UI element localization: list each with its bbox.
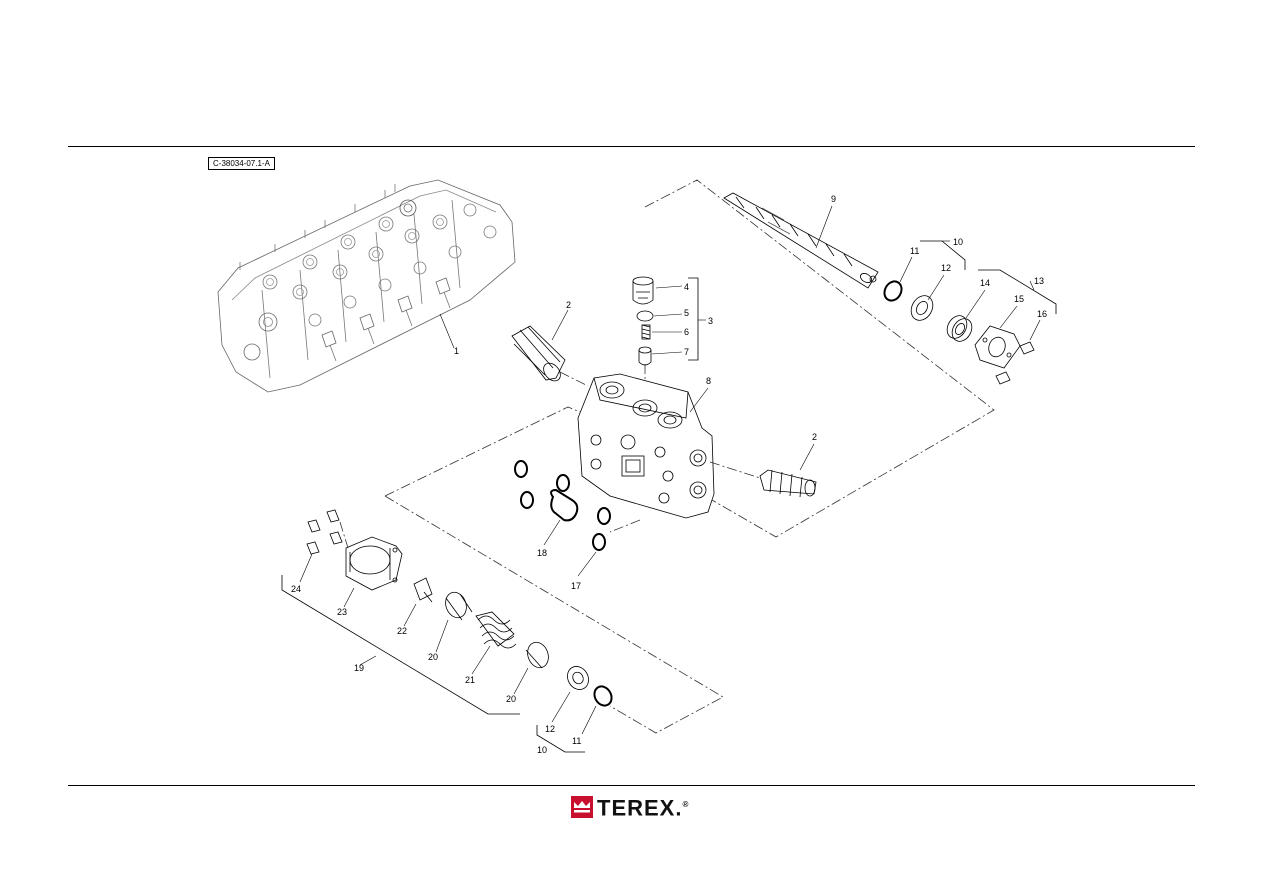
screws-24 (306, 509, 343, 555)
terex-crown-icon (571, 796, 593, 818)
washer-12-lower (567, 666, 589, 690)
header-rule (68, 146, 1195, 147)
callout-12-right: 12 (941, 263, 951, 273)
callout-5: 5 (684, 308, 689, 318)
alignment-lines (339, 179, 995, 734)
callout-12-lower: 12 (545, 724, 555, 734)
callout-10-lower: 10 (537, 745, 547, 755)
spool-end-bolt-22 (413, 577, 433, 603)
spring-21 (475, 611, 517, 649)
footer-rule (68, 785, 1195, 786)
seal-18 (550, 488, 579, 522)
relief-valve-cartridge-left (511, 325, 566, 382)
figure-id-label: C-38034-07.1-A (208, 157, 275, 170)
check-valve-plug (632, 276, 654, 305)
valve-bank-assembly (217, 179, 516, 393)
check-valve-poppet (638, 346, 652, 366)
callout-20-lower: 20 (506, 694, 516, 704)
brand-name: TEREX (597, 795, 676, 821)
brand-wordmark: TEREX.® (597, 793, 689, 820)
callout-3: 3 (708, 316, 713, 326)
washer-12-right (910, 295, 934, 321)
callout-2-right: 2 (812, 432, 817, 442)
callout-9: 9 (831, 194, 836, 204)
cover-plate-15 (974, 325, 1021, 369)
callout-10-right: 10 (953, 237, 963, 247)
callout-15: 15 (1014, 294, 1024, 304)
spring-seat-20-lower (525, 641, 549, 669)
callout-labels: 1 2 2 3 4 5 6 7 8 9 10 10 11 11 12 12 13… (291, 194, 1047, 755)
callout-1: 1 (454, 346, 459, 356)
callout-14: 14 (980, 278, 990, 288)
o-ring-11-lower (593, 685, 613, 707)
callout-20-upper: 20 (428, 652, 438, 662)
o-rings-17 (514, 460, 611, 551)
callout-2-left: 2 (566, 300, 571, 310)
leader-lines (299, 205, 1041, 735)
callout-13: 13 (1034, 276, 1044, 286)
callout-4: 4 (684, 282, 689, 292)
bushing-14 (946, 315, 973, 342)
callout-24: 24 (291, 584, 301, 594)
callout-16: 16 (1037, 309, 1047, 319)
callout-19: 19 (354, 663, 364, 673)
brand-registered-mark: ® (682, 800, 690, 810)
spring-cap-housing-23 (345, 536, 403, 591)
callout-6: 6 (684, 327, 689, 337)
callout-8: 8 (706, 376, 711, 386)
callout-11-right: 11 (910, 246, 919, 256)
spool (723, 192, 879, 289)
check-valve-spring (641, 324, 651, 340)
o-ring-5 (636, 310, 654, 322)
callout-7: 7 (684, 347, 689, 357)
callout-17: 17 (571, 581, 581, 591)
callout-18: 18 (537, 548, 547, 558)
relief-valve-cartridge-right (759, 469, 817, 498)
terex-logo: TEREX.® (571, 793, 689, 820)
group-brackets (281, 240, 1057, 753)
spring-seat-20-upper (445, 591, 473, 621)
callout-23: 23 (337, 607, 347, 617)
o-ring-11-right (883, 280, 903, 302)
callout-11-lower: 11 (572, 736, 581, 746)
brand-suffix: . (675, 795, 683, 821)
callout-21: 21 (465, 675, 475, 685)
valve-section-body (577, 373, 715, 519)
callout-22: 22 (397, 626, 407, 636)
screws-16 (995, 341, 1035, 385)
